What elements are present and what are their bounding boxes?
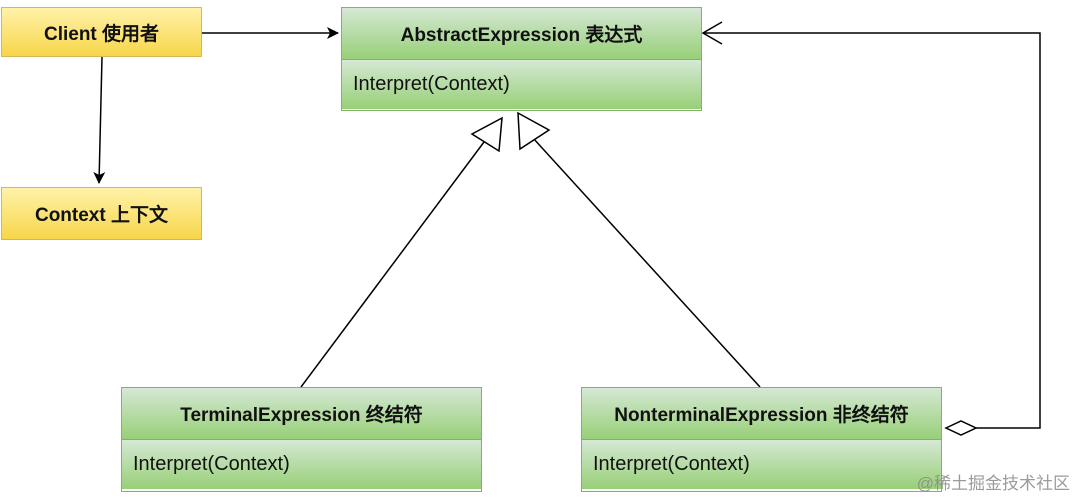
terminal-expression-body: Interpret(Context) — [122, 440, 481, 489]
association-client-context — [93, 56, 106, 184]
watermark: @稀土掘金技术社区 — [916, 474, 1070, 493]
abstract-expression-class: AbstractExpression 表达式 Interpret(Context… — [341, 7, 702, 111]
context-label: Context 上下文 — [34, 205, 168, 226]
context-box: Context 上下文 — [1, 187, 202, 240]
terminal-expression-name: TerminalExpression 终结符 — [180, 405, 423, 426]
nonterminal-expression-body: Interpret(Context) — [582, 440, 941, 489]
abstract-expression-header: AbstractExpression 表达式 — [342, 8, 701, 60]
generalization-terminal-abstract — [300, 137, 488, 388]
generalization-nonterminal-abstract — [532, 137, 761, 388]
abstract-expression-body: Interpret(Context) — [342, 60, 701, 109]
nonterminal-expression-header: NonterminalExpression 非终结符 — [582, 388, 941, 440]
terminal-expression-method: Interpret(Context) — [133, 453, 290, 475]
aggregation-nonterminal-abstract — [703, 32, 1041, 429]
nonterminal-expression-class: NonterminalExpression 非终结符 Interpret(Con… — [581, 387, 942, 492]
inheritance-triangle-right — [517, 111, 551, 151]
nonterminal-expression-name: NonterminalExpression 非终结符 — [614, 405, 909, 426]
terminal-expression-class: TerminalExpression 终结符 Interpret(Context… — [121, 387, 482, 492]
open-arrowhead-abstract — [701, 21, 723, 45]
inheritance-triangle-left — [470, 116, 503, 153]
abstract-expression-name: AbstractExpression 表达式 — [400, 25, 643, 46]
terminal-expression-header: TerminalExpression 终结符 — [122, 388, 481, 440]
client-box: Client 使用者 — [1, 7, 202, 57]
client-label: Client 使用者 — [43, 23, 160, 45]
aggregation-diamond — [944, 420, 978, 436]
nonterminal-expression-method: Interpret(Context) — [593, 453, 750, 475]
abstract-expression-method: Interpret(Context) — [353, 73, 510, 95]
